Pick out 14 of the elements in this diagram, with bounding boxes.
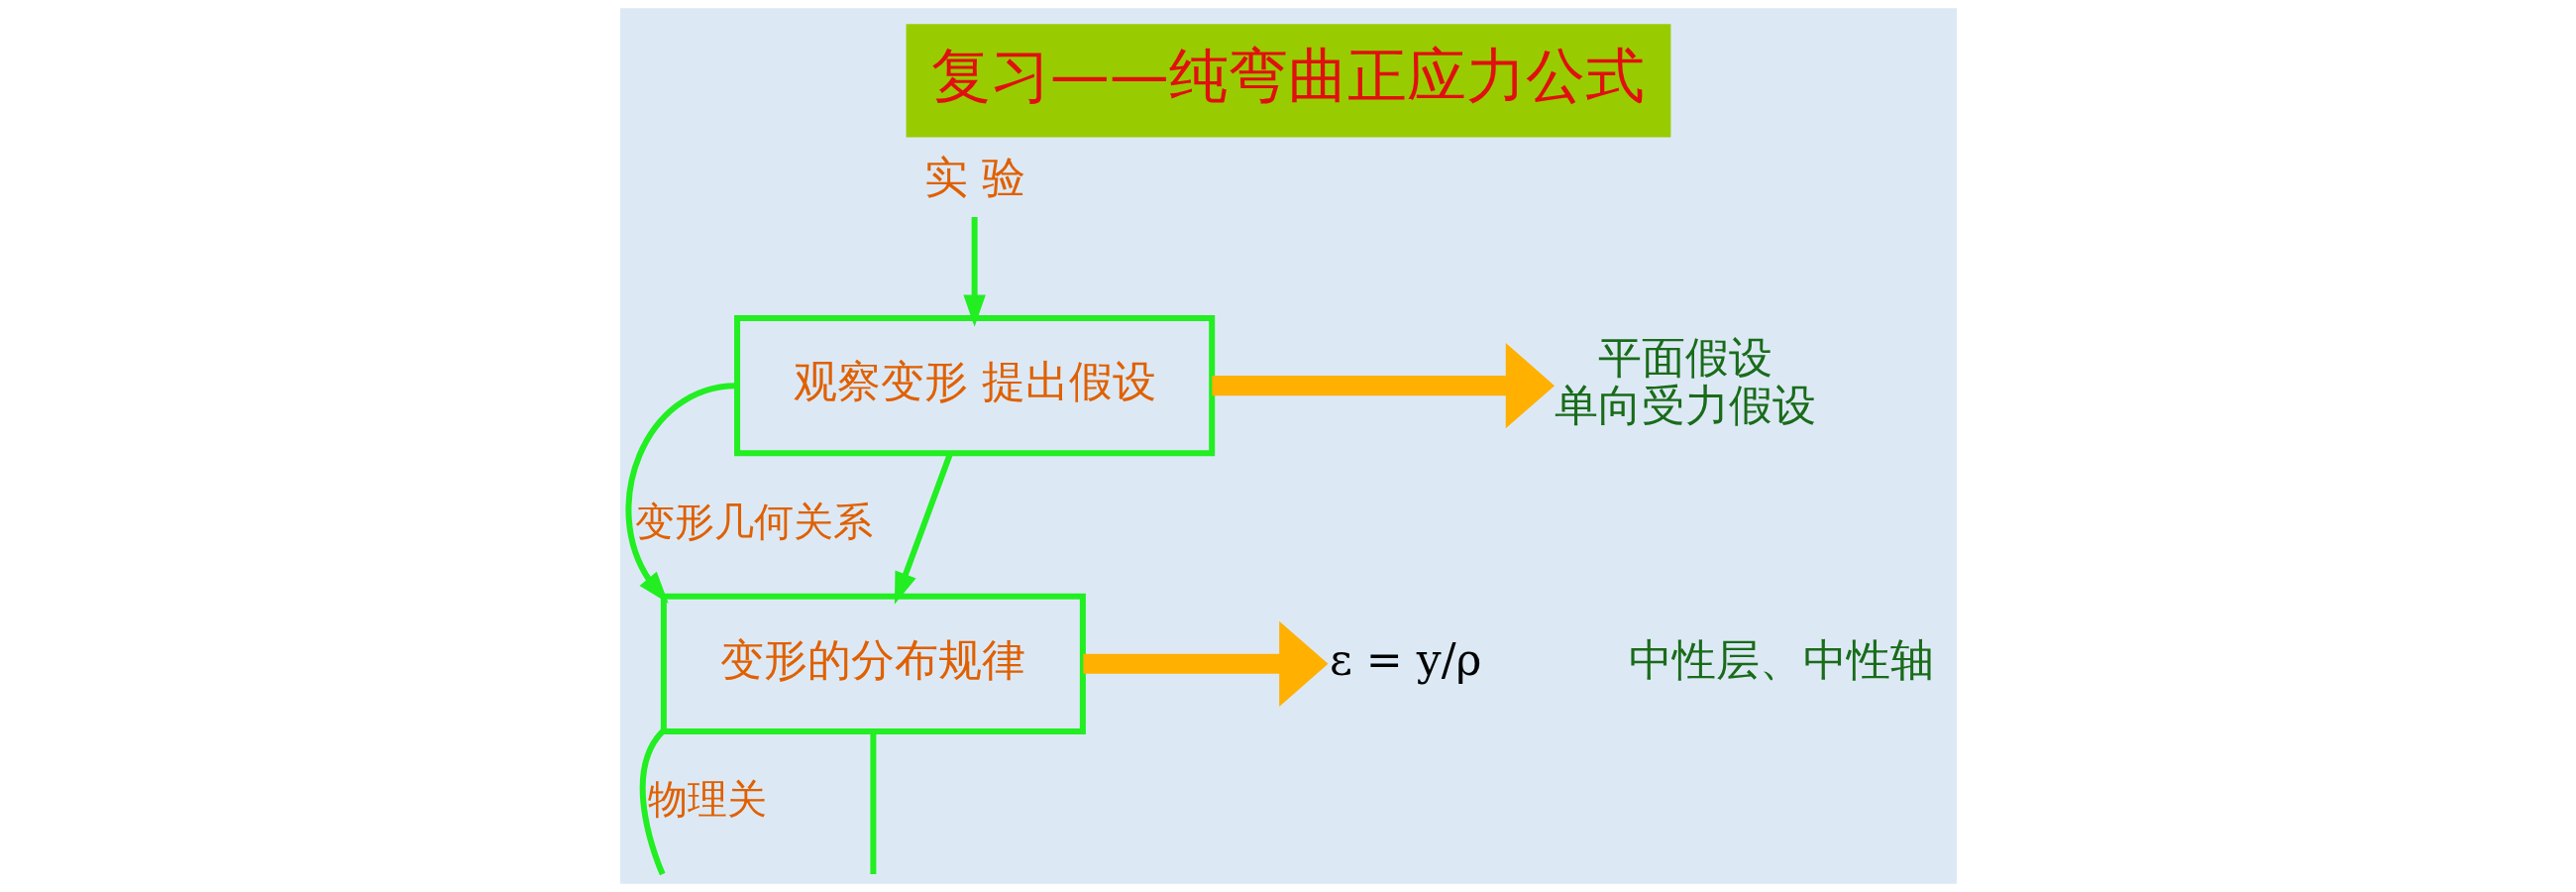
diagram-title: 复习——纯弯曲正应力公式 <box>930 41 1645 111</box>
label: 中性层、中性轴 <box>1628 634 1934 686</box>
edge-label: 变形几何关系 <box>634 498 873 544</box>
connector <box>869 731 876 875</box>
node-box: 观察变形 提出假设 <box>733 314 1215 457</box>
arrow <box>625 383 736 604</box>
node-text: 实 验 <box>923 151 1025 202</box>
arrow <box>1082 620 1328 707</box>
arrow <box>1211 343 1555 429</box>
node-text: 平面假设 单向受力假设 <box>1554 332 1816 431</box>
edge-label: 物理关 <box>647 776 767 823</box>
connector <box>639 729 665 876</box>
node-text: ε = y/ρ <box>1329 634 1481 686</box>
node-box: 变形的分布规律 <box>660 593 1086 734</box>
